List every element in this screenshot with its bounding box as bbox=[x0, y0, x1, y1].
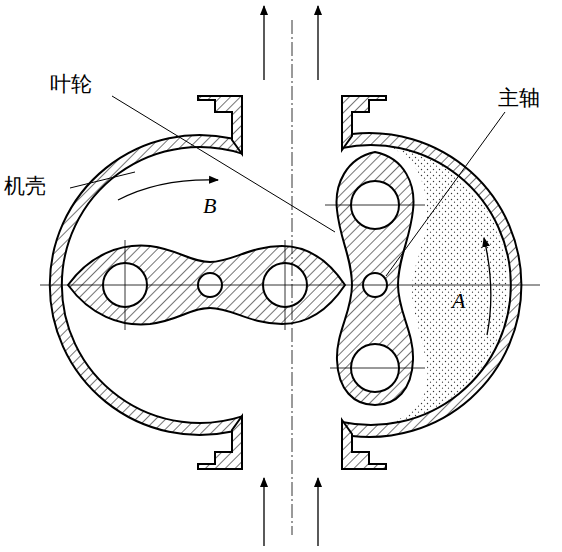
leader-line bbox=[70, 96, 505, 276]
outlet-flange bbox=[198, 96, 242, 154]
flow-arrow bbox=[264, 6, 318, 546]
region-label: A bbox=[452, 290, 465, 312]
part-label: 叶轮 bbox=[50, 74, 92, 95]
center-lines bbox=[40, 20, 540, 535]
part-label: 机壳 bbox=[4, 176, 46, 197]
inlet-flange bbox=[198, 416, 242, 469]
rotation-arrow bbox=[484, 238, 491, 335]
part-label: 主轴 bbox=[498, 88, 540, 109]
inlet-flange bbox=[342, 420, 386, 469]
region-label: B bbox=[203, 195, 216, 217]
impeller bbox=[337, 152, 414, 405]
outlet-flange bbox=[342, 96, 386, 150]
